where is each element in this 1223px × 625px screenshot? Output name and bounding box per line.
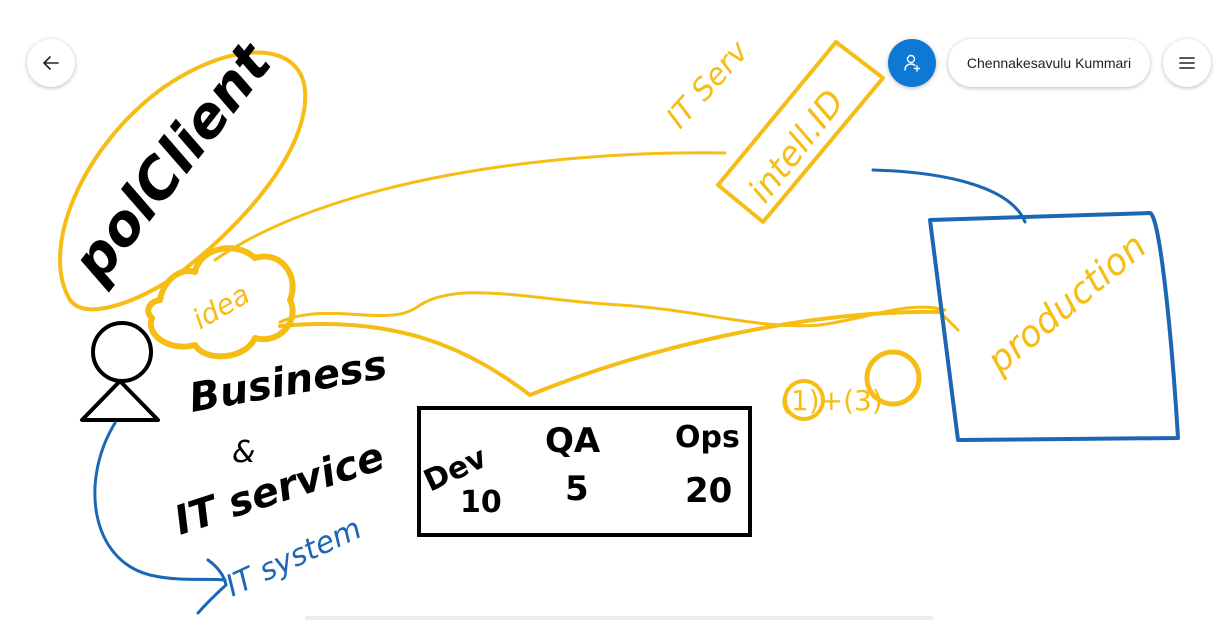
- ink-yellow-wave: [278, 291, 947, 328]
- ink-table-frame: [417, 406, 752, 537]
- ink-text-and: &: [232, 435, 255, 470]
- ink-yellow-line-top: [213, 151, 727, 262]
- ink-text-production: production: [979, 226, 1155, 383]
- ink-text-idea: idea: [187, 278, 255, 337]
- ink-ellipse-policlient: [58, 50, 308, 312]
- ink-table-val2: 5: [565, 469, 589, 509]
- ink-person-body: [80, 379, 160, 422]
- ink-table-val3: 20: [685, 471, 732, 511]
- ink-text-intell-id: intell.ID: [741, 83, 853, 211]
- bottom-toolbar-edge: [305, 616, 933, 620]
- hamburger-menu-icon: [1179, 57, 1195, 69]
- ink-text-it-serv: IT Serv: [660, 33, 757, 135]
- invite-button[interactable]: [888, 39, 936, 87]
- arrow-left-icon: [43, 56, 59, 70]
- add-person-icon: [904, 54, 921, 72]
- ink-person-head: [91, 321, 153, 383]
- back-button[interactable]: [27, 39, 75, 87]
- ink-rect-intell-id: [716, 40, 885, 224]
- user-name-label: Chennakesavulu Kummari: [966, 55, 1132, 71]
- user-name-button[interactable]: Chennakesavulu Kummari: [948, 39, 1150, 87]
- ink-blue-box-production: [928, 211, 1180, 442]
- ink-yellow-line-curve: [278, 309, 942, 398]
- ink-table-col3: Ops: [675, 420, 740, 455]
- ink-text-formula: (1)+(3): [780, 384, 883, 417]
- ink-blue-curve-left: [93, 421, 227, 582]
- ink-blue-curve-top: [871, 168, 1027, 224]
- ink-table-col2: QA: [545, 421, 601, 461]
- ink-table-val1: 10: [460, 485, 502, 520]
- ink-formula-circle-3: [864, 349, 922, 407]
- ink-blue-arrowhead: [196, 558, 228, 615]
- menu-button[interactable]: [1163, 39, 1211, 87]
- ink-formula-circle-1: [783, 379, 825, 421]
